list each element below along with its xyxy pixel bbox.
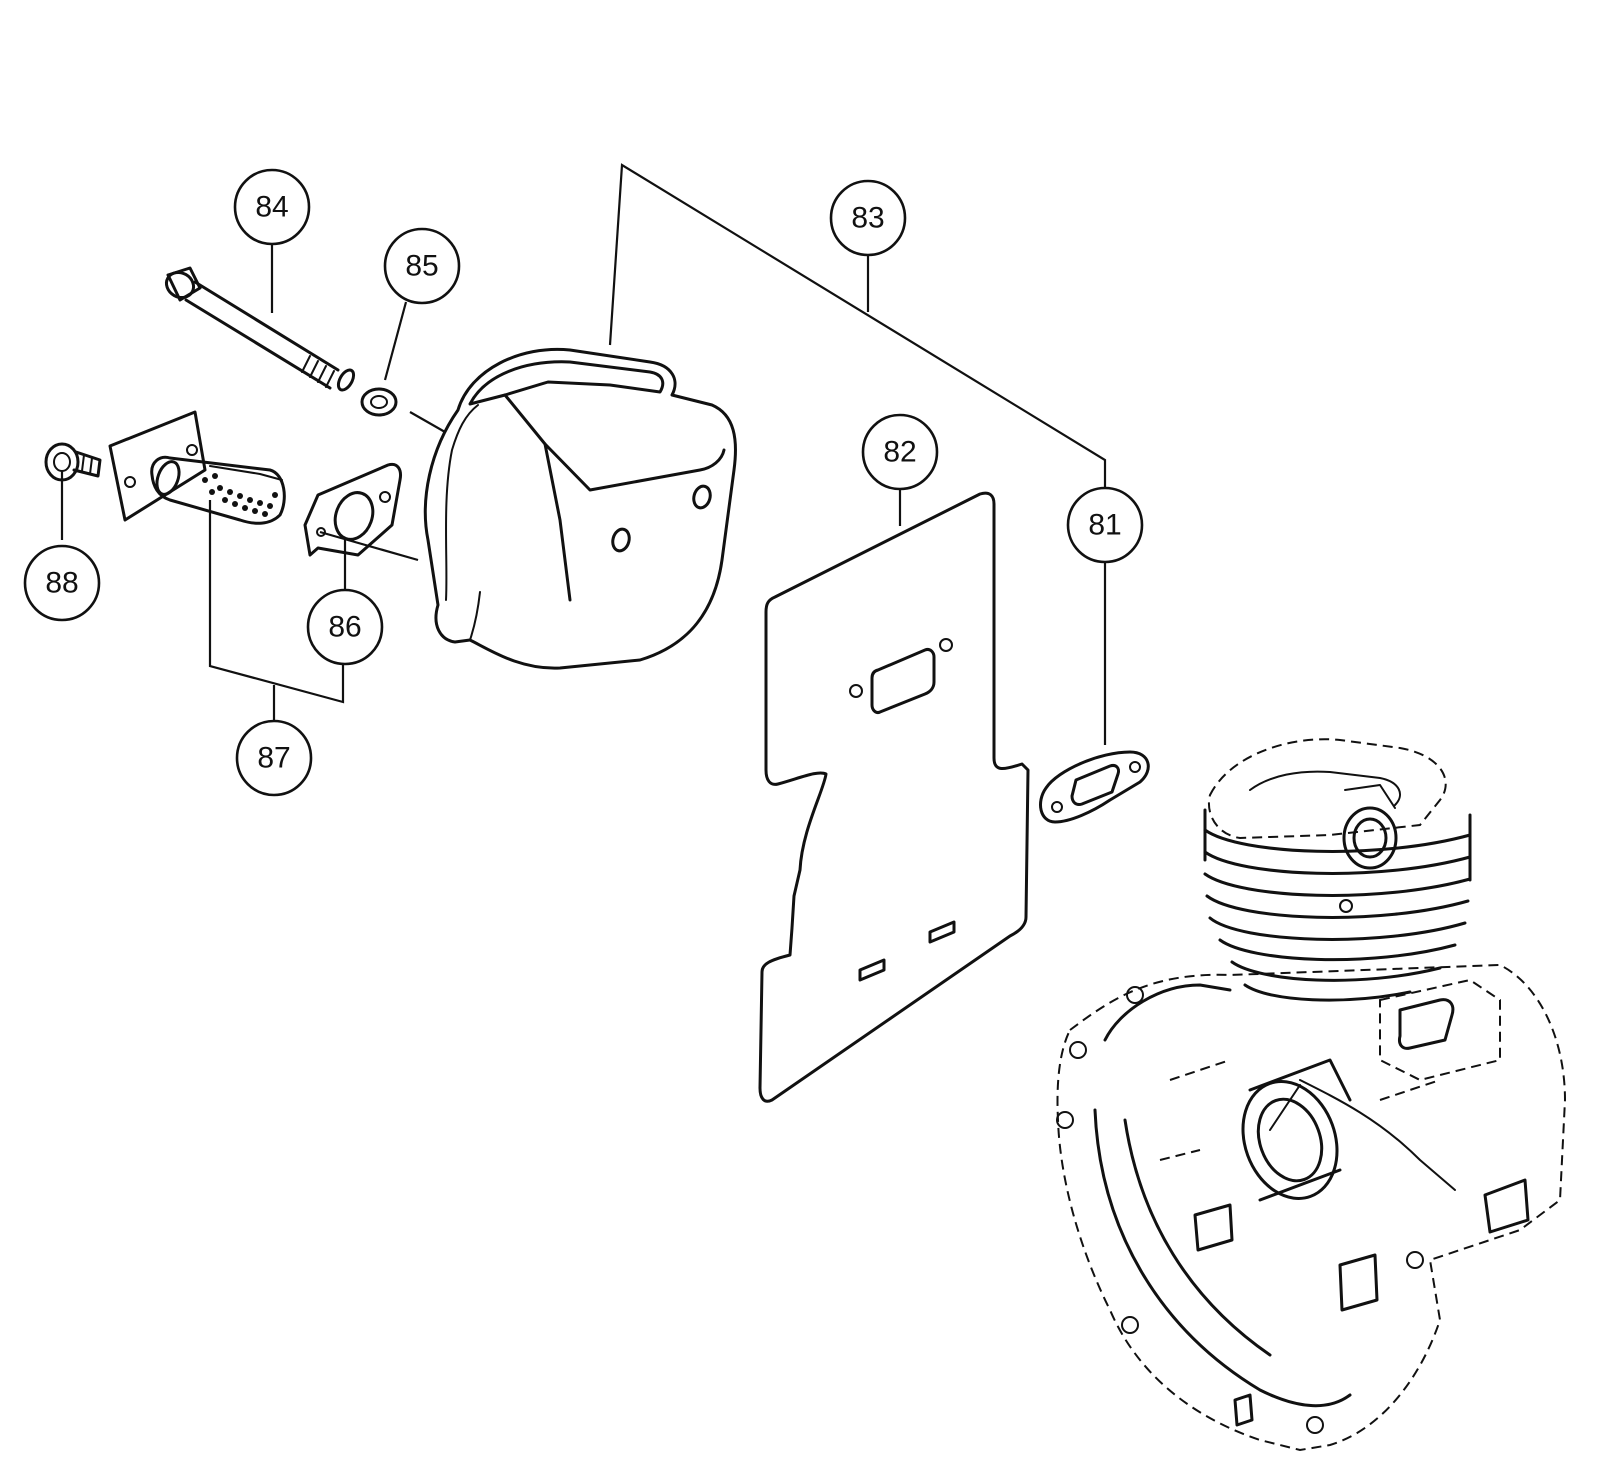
heat-shield-82-illustration bbox=[758, 491, 1030, 1103]
callout-85-label: 85 bbox=[405, 250, 438, 283]
screw-88-illustration bbox=[44, 442, 102, 482]
callout-86: 86 bbox=[306, 588, 384, 666]
tailpipe-87-illustration bbox=[108, 410, 286, 525]
bolt-84-illustration bbox=[164, 266, 356, 392]
callout-87-label: 87 bbox=[257, 742, 290, 775]
mesh-pattern bbox=[202, 473, 278, 517]
washer-85-illustration bbox=[360, 387, 398, 417]
callout-85: 85 bbox=[383, 227, 461, 305]
engine-block-illustration bbox=[1056, 738, 1567, 1452]
callout-88: 88 bbox=[23, 544, 101, 622]
callout-82-label: 82 bbox=[883, 436, 916, 469]
callout-83: 83 bbox=[829, 179, 907, 257]
callout-81-label: 81 bbox=[1088, 509, 1121, 542]
callout-84: 84 bbox=[233, 168, 311, 246]
callout-86-label: 86 bbox=[328, 611, 361, 644]
callout-81: 81 bbox=[1066, 486, 1144, 564]
callout-82: 82 bbox=[861, 413, 939, 491]
callout-87: 87 bbox=[235, 719, 313, 797]
leader-lines bbox=[60, 163, 1107, 745]
gasket-86-illustration bbox=[303, 462, 402, 557]
muffler-83-illustration bbox=[423, 347, 737, 670]
exhaust-gasket-81-illustration bbox=[1039, 750, 1150, 824]
callout-83-label: 83 bbox=[851, 202, 884, 235]
callout-88-label: 88 bbox=[45, 567, 78, 600]
callout-84-label: 84 bbox=[255, 191, 288, 224]
